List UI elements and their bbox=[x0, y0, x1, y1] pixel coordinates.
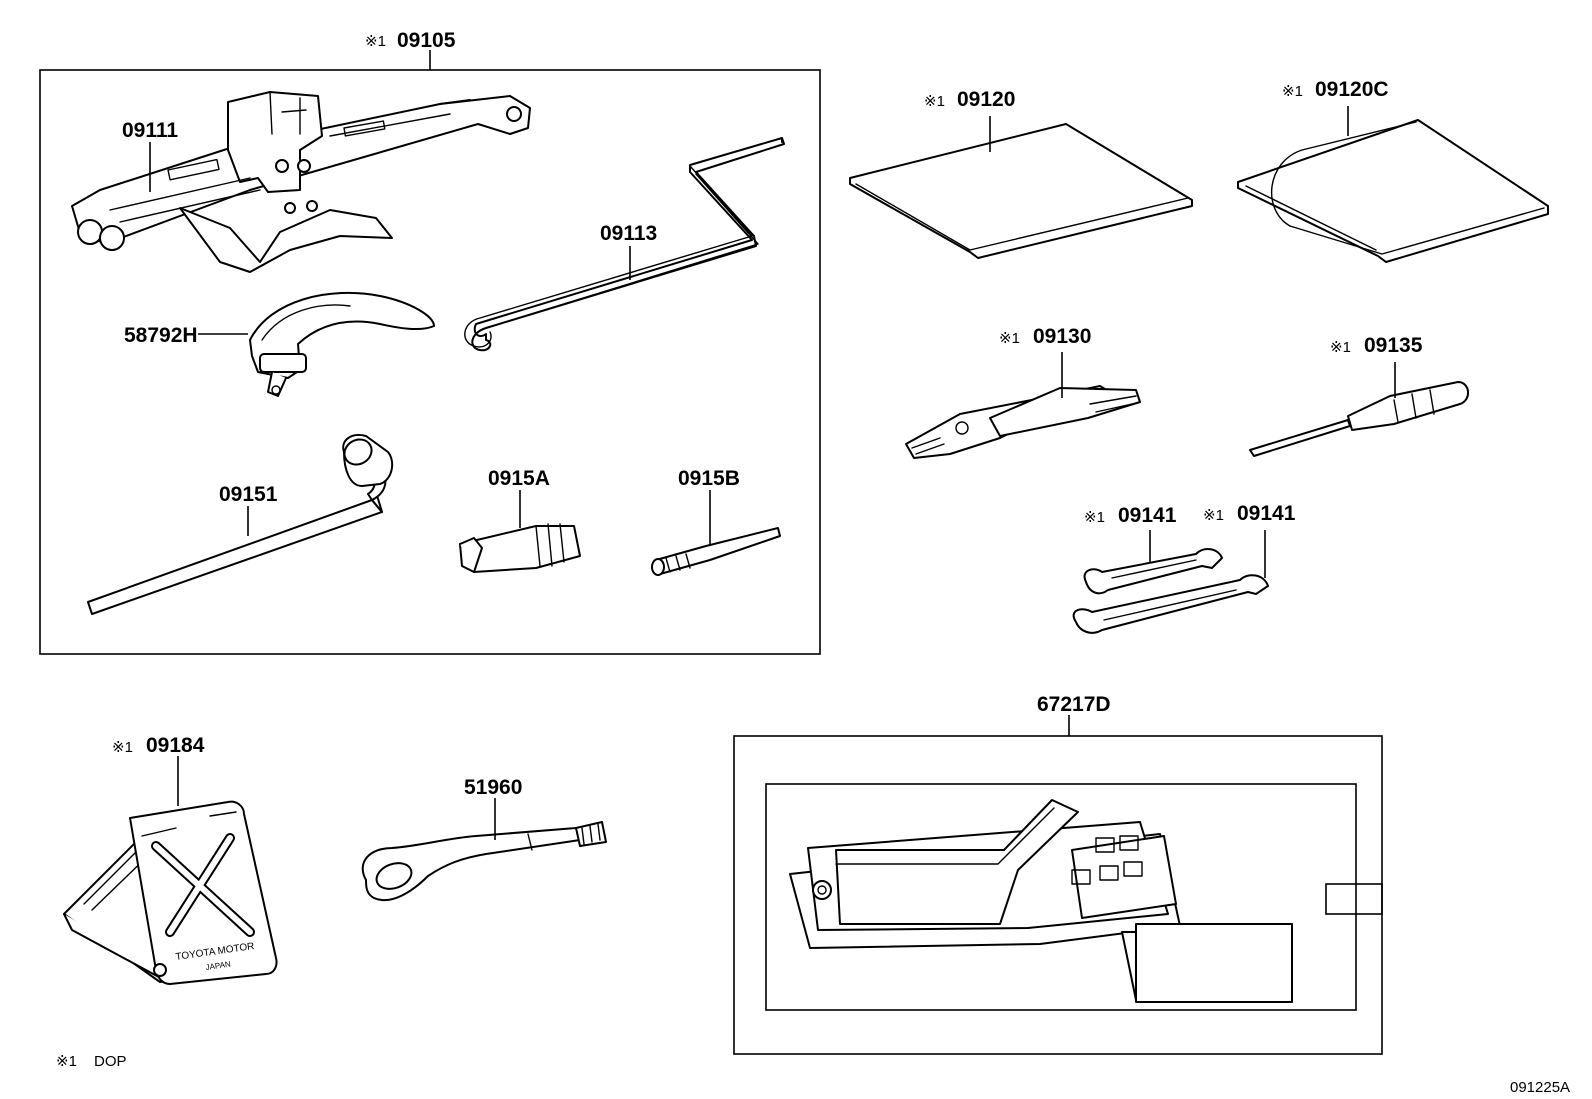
label-09113[interactable]: 09113 bbox=[600, 222, 657, 245]
label-09141a-marker: ※1 bbox=[1084, 509, 1105, 526]
label-09141a[interactable]: 09141 bbox=[1118, 504, 1177, 527]
plate-text-line2: JAPAN bbox=[205, 960, 231, 972]
label-09135-marker: ※1 bbox=[1330, 339, 1351, 356]
label-51960[interactable]: 51960 bbox=[464, 776, 522, 799]
label-0915A[interactable]: 0915A bbox=[488, 467, 550, 490]
wrench-pair-illustration bbox=[1072, 548, 1269, 634]
pliers-illustration bbox=[905, 385, 1141, 459]
footnote-marker: ※1 bbox=[56, 1053, 77, 1070]
label-09151[interactable]: 09151 bbox=[219, 483, 278, 506]
label-09141b-marker: ※1 bbox=[1203, 507, 1224, 524]
label-09184[interactable]: 09184 bbox=[146, 734, 205, 757]
manual-kit-inner-frame bbox=[765, 783, 1357, 1011]
label-09120C[interactable]: 09120C bbox=[1315, 78, 1389, 101]
label-09105[interactable]: 09105 bbox=[397, 29, 456, 52]
towing-eye-illustration bbox=[361, 821, 607, 902]
label-09120[interactable]: 09120 bbox=[957, 88, 1015, 111]
warning-plate-illustration: TOYOTA MOTOR JAPAN bbox=[63, 800, 278, 985]
manual-sheet-illustration bbox=[1121, 923, 1293, 1003]
socket-0915A-illustration bbox=[459, 523, 581, 573]
label-09135[interactable]: 09135 bbox=[1364, 334, 1423, 357]
label-09141b[interactable]: 09141 bbox=[1237, 502, 1296, 525]
label-0915B[interactable]: 0915B bbox=[678, 467, 740, 490]
wheel-wrench-illustration bbox=[87, 434, 394, 615]
screwdriver-illustration bbox=[1249, 381, 1469, 457]
label-09120C-marker: ※1 bbox=[1282, 83, 1303, 100]
label-67217D[interactable]: 67217D bbox=[1037, 693, 1111, 716]
label-09130[interactable]: 09130 bbox=[1033, 325, 1091, 348]
jack-handle-illustration bbox=[464, 137, 785, 352]
label-09120-marker: ※1 bbox=[924, 93, 945, 110]
manual-booklets-illustration bbox=[789, 799, 1181, 949]
tool-bag-09120-illustration bbox=[849, 123, 1193, 259]
jack-illustration bbox=[71, 91, 531, 273]
label-58792H[interactable]: 58792H bbox=[124, 324, 198, 347]
diagram-id: 091225A bbox=[1510, 1079, 1570, 1096]
label-09184-marker: ※1 bbox=[112, 739, 133, 756]
tool-bag-09120C-illustration bbox=[1237, 119, 1549, 263]
label-09111[interactable]: 09111 bbox=[122, 119, 178, 142]
footnote-text: DOP bbox=[94, 1053, 127, 1070]
label-09105-marker: ※1 bbox=[365, 33, 386, 50]
label-09130-marker: ※1 bbox=[999, 330, 1020, 347]
extension-0915B-illustration bbox=[651, 527, 781, 576]
ratchet-adapter-illustration bbox=[249, 291, 435, 397]
jack-kit-frame bbox=[39, 69, 821, 655]
